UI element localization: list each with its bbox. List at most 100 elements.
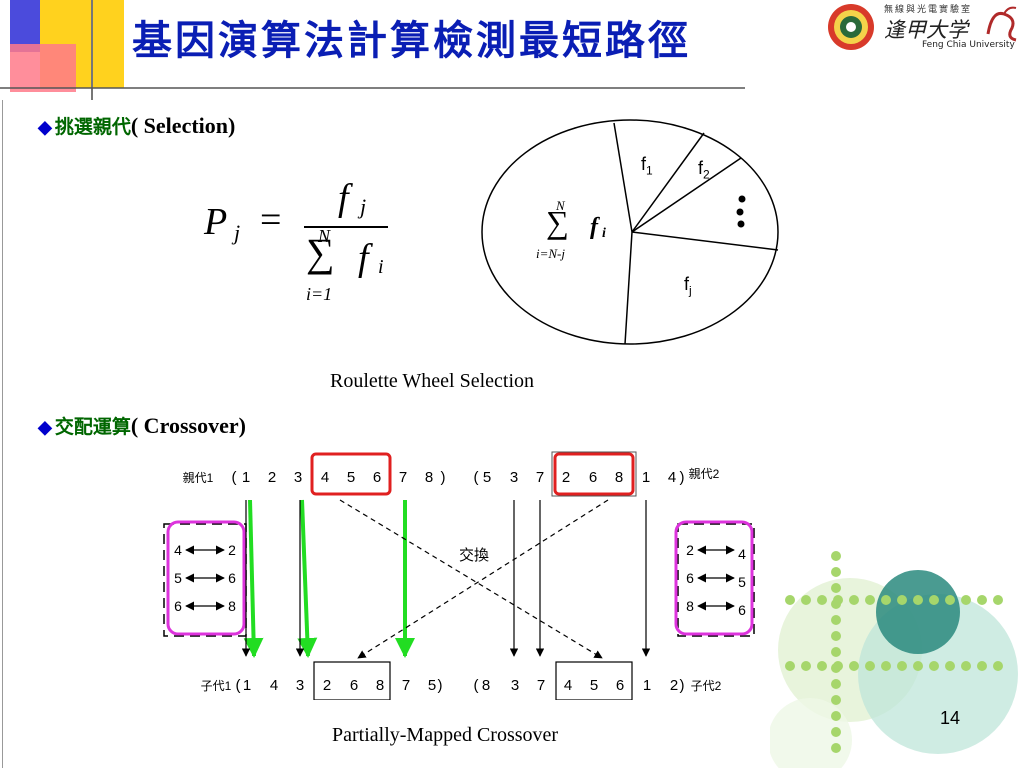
decor-dot [961, 661, 971, 671]
child1-gene: 5 [428, 677, 436, 694]
formula-sum-bottom: i=1 [306, 284, 333, 304]
bullet-diamond-icon: ◆ [38, 417, 52, 437]
decor-dot [831, 551, 841, 561]
decor-bottom-right [770, 551, 1018, 768]
mapping-right-from: 2 [686, 542, 694, 558]
exchange-label: 交換 [459, 546, 489, 564]
parent2-segment-outer-box [551, 451, 637, 497]
parent1-label: 親代1 [183, 471, 214, 485]
decor-dot [881, 661, 891, 671]
formula-sum-top: N [318, 226, 331, 246]
dashed-exchange-arrow [339, 499, 603, 659]
wheel-sigma: ∑ [546, 204, 569, 240]
wheel-sum-term-sub: i [602, 226, 606, 241]
decor-circle-teal [876, 570, 960, 654]
child1-gene: 4 [270, 677, 278, 694]
parent2-gene: 7 [536, 469, 544, 486]
child2-gene: 4 [564, 677, 572, 694]
parent1-gene: 6 [373, 469, 381, 486]
paren-open: ( [474, 469, 479, 486]
crossover-heading: ◆交配運算( Crossover) [38, 412, 246, 439]
child2-gene: 5 [590, 677, 598, 694]
child2-gene: 8 [482, 677, 490, 694]
decor-dot [831, 647, 841, 657]
child2-segment-box [555, 661, 633, 700]
wheel-sum-term: f [590, 214, 598, 240]
decor-dot [831, 679, 841, 689]
wheel-label-f1: f1 [641, 154, 653, 178]
wheel-divider-1 [613, 122, 633, 233]
paren-open: ( [236, 677, 241, 694]
formula-sigma: ∑ [306, 230, 335, 275]
decor-dot [801, 661, 811, 671]
decor-dot [831, 711, 841, 721]
mapping-left-magenta-box [166, 520, 246, 636]
wheel-ellipsis-dot [738, 195, 746, 203]
mapping-left-to: 8 [228, 598, 236, 614]
parent2-segment-box [553, 452, 635, 496]
parent2-gene: 8 [615, 469, 623, 486]
wheel-outline [481, 119, 779, 345]
green-arrow [243, 499, 264, 658]
wheel-divider-2 [631, 132, 705, 233]
logo-chinese-text: 逢甲大学 [884, 18, 968, 42]
wheel-label-f2: f2 [698, 158, 710, 182]
wheel-divider-3 [631, 157, 742, 233]
paren-open: ( [232, 469, 237, 486]
wheel-divider-5 [624, 231, 633, 345]
child1-gene: 6 [350, 677, 358, 694]
child2-label: 子代2 [691, 679, 722, 693]
parent1-gene: 1 [242, 469, 250, 486]
decor-dot [897, 661, 907, 671]
decor-dot [831, 567, 841, 577]
mapping-left-from: 6 [174, 598, 182, 614]
selection-formula: P j = f j N ∑ f i i=1 [200, 176, 400, 306]
parent2-gene: 6 [589, 469, 597, 486]
parent2-gene: 3 [510, 469, 518, 486]
decor-dot [913, 595, 923, 605]
paren-close: ) [680, 469, 685, 486]
mapping-left-to: 2 [228, 542, 236, 558]
decor-dot [785, 595, 795, 605]
decor-dot [945, 595, 955, 605]
parent1-gene: 2 [268, 469, 276, 486]
decor-dot [849, 595, 859, 605]
mapping-left-from: 4 [174, 542, 182, 558]
child2-gene: 2 [670, 677, 678, 694]
formula-fraction-bar [304, 226, 388, 228]
decor-top-left [0, 0, 745, 100]
child1-gene: 2 [323, 677, 331, 694]
mapping-right-to: 6 [738, 602, 746, 618]
child1-gene: 3 [296, 677, 304, 694]
formula-lhs-sub: j [234, 220, 241, 245]
decor-dot [897, 595, 907, 605]
paren-close: ) [438, 677, 443, 694]
decor-dot [785, 661, 795, 671]
crossover-label-en: ( Crossover) [130, 413, 246, 438]
formula-lhs: P [204, 201, 228, 243]
decor-dot [833, 595, 843, 605]
slide-title: 基因演算法計算檢測最短路徑 [132, 18, 691, 64]
parent2-gene: 2 [562, 469, 570, 486]
decor-dot [833, 661, 843, 671]
decor-dot [849, 661, 859, 671]
parent2-gene: 4 [668, 469, 676, 486]
selection-heading: ◆挑選親代( Selection) [38, 112, 235, 139]
decor-dot [831, 727, 841, 737]
parent1-segment-box [310, 452, 392, 496]
decor-dot [961, 595, 971, 605]
decor-dot [831, 743, 841, 753]
selection-label-en: ( Selection) [130, 113, 236, 138]
child1-segment-box [313, 661, 391, 700]
logo-dragon-icon [986, 6, 1017, 42]
decor-dot [929, 661, 939, 671]
decor-dot [865, 595, 875, 605]
decor-dot [817, 595, 827, 605]
wheel-sum-bottom: i=N-j [536, 246, 565, 261]
crossover-caption: Partially-Mapped Crossover [332, 724, 559, 746]
paren-open: ( [474, 677, 479, 694]
child2-gene: 7 [537, 677, 545, 694]
mapping-right-to: 5 [738, 574, 746, 590]
roulette-wheel [481, 119, 779, 345]
decor-dot [865, 661, 875, 671]
